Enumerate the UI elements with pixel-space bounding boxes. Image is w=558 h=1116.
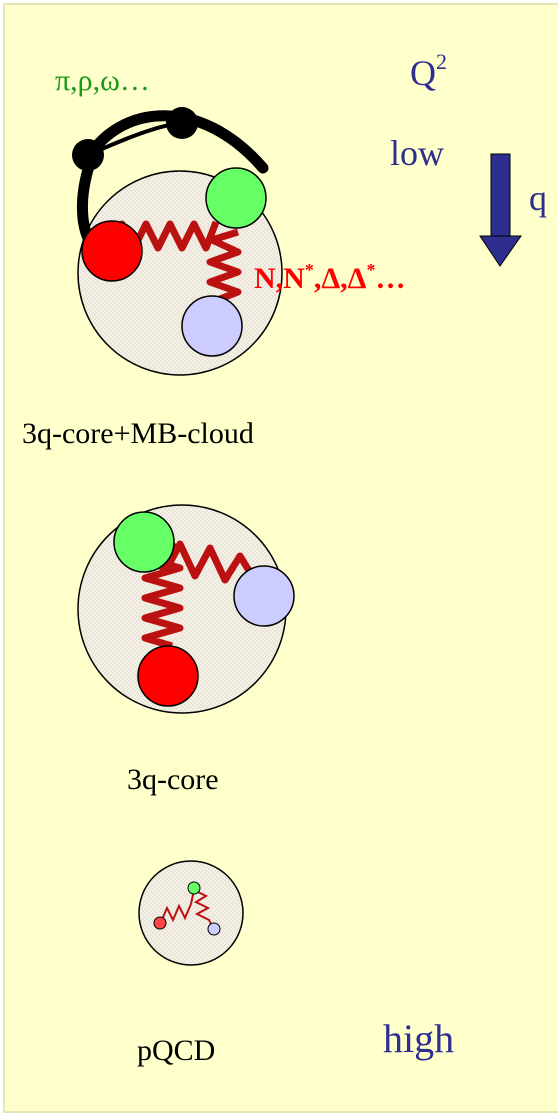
quark-blue [233, 565, 295, 627]
quark-blue [181, 295, 243, 357]
core-label: 3q-core [127, 763, 219, 796]
gluon-line [193, 889, 214, 929]
quark-green [205, 167, 267, 229]
nucleon-core [77, 504, 295, 714]
nucleon-boundary [138, 860, 244, 966]
q2-label: Q2 [410, 49, 447, 93]
quark-red [153, 916, 167, 930]
low-label: low [390, 133, 444, 173]
gluon-line [160, 889, 195, 923]
nucleon-pqcd [138, 860, 244, 966]
quark-green [187, 881, 201, 895]
gluon-line [142, 538, 265, 594]
nucleon-core-cloud [72, 107, 283, 376]
meson-vertex-left [72, 139, 104, 171]
core-cloud-label: 3q-core+MB-cloud [22, 417, 254, 450]
q-label-cut: q [529, 178, 547, 218]
resonance-label: N,N*,Δ,Δ*… [254, 260, 405, 295]
high-label: high [383, 1016, 454, 1061]
q2-direction-arrow [479, 153, 522, 267]
quark-red [81, 220, 143, 282]
pqcd-label: pQCD [137, 1034, 215, 1067]
meson-vertex-right [166, 107, 198, 139]
meson-loop-outer [82, 110, 269, 174]
quark-green [113, 511, 175, 573]
meson-label: π,ρ,ω… [55, 64, 150, 97]
quark-red [137, 645, 199, 707]
quark-blue [207, 922, 221, 936]
